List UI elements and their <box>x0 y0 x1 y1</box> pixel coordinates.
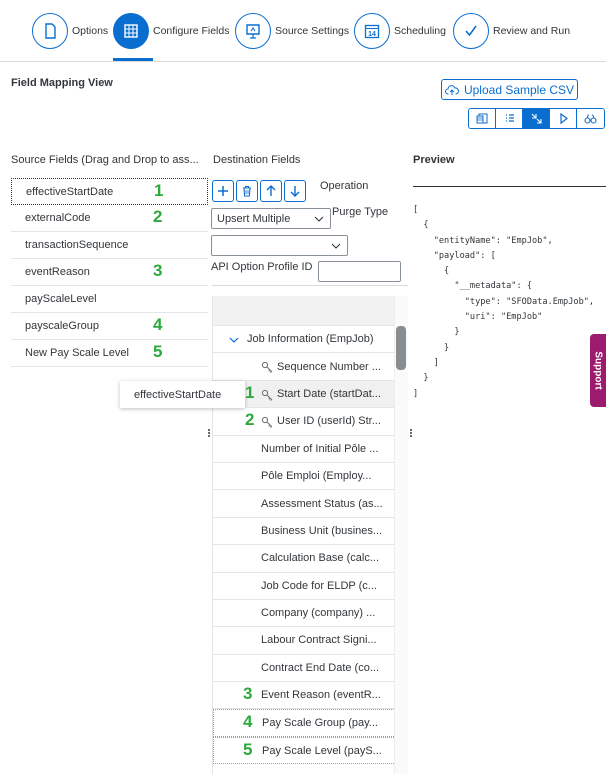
destination-toolbar <box>212 180 306 202</box>
mapping-number: 1 <box>154 181 164 200</box>
table-row[interactable]: Contract End Date (co... <box>213 655 408 683</box>
table-row[interactable]: 5 Pay Scale Level (payS... <box>213 736 408 765</box>
table-row[interactable]: 1 Start Date (startDat... <box>213 380 408 409</box>
purge-type-label: Purge Type <box>332 206 389 218</box>
key-icon <box>261 389 273 401</box>
api-option-profile-input[interactable] <box>318 261 401 282</box>
key-icon <box>261 362 273 374</box>
table-row[interactable]: Sequence Number ... <box>213 353 408 381</box>
tree-group-row[interactable]: Job Information (EmpJob) <box>213 326 408 354</box>
binoculars-icon[interactable] <box>577 109 604 128</box>
wizard-step-label: Options <box>72 25 109 37</box>
resize-handle[interactable] <box>208 429 211 439</box>
cloud-upload-icon <box>444 84 459 95</box>
arrow-down-icon[interactable] <box>284 180 306 202</box>
chevron-down-icon[interactable] <box>229 335 239 345</box>
upload-button-label: Upload Sample CSV <box>463 82 575 97</box>
mapping-number: 5 <box>153 342 163 361</box>
calendar-icon: 14 <box>354 13 390 49</box>
table-row[interactable]: Assessment Status (as... <box>213 490 408 518</box>
wizard-step-label: Configure Fields <box>153 25 230 37</box>
list-item[interactable]: payScaleLevel <box>11 286 208 313</box>
mapping-number: 1 <box>245 382 255 402</box>
api-option-profile-label: API Option Profile ID <box>211 261 313 273</box>
wizard-step-scheduling[interactable]: 14 Scheduling <box>354 11 446 51</box>
checkmark-icon <box>453 13 489 49</box>
divider <box>212 285 408 286</box>
mapping-number: 3 <box>243 684 253 704</box>
destination-fields-header: Destination Fields <box>213 154 301 166</box>
add-icon[interactable] <box>212 180 234 202</box>
mapping-number: 2 <box>153 207 163 226</box>
mapping-number: 2 <box>245 410 255 430</box>
wizard-step-label: Source Settings <box>275 25 350 37</box>
purge-type-select[interactable] <box>211 235 348 256</box>
play-icon[interactable] <box>550 109 577 128</box>
mapping-number: 5 <box>243 739 253 759</box>
preview-json: [ { "entityName": "EmpJob", "payload": [… <box>413 205 595 399</box>
active-step-indicator <box>113 58 153 61</box>
tree-header <box>213 296 408 326</box>
mapping-number: 4 <box>153 315 163 334</box>
operation-label: Operation <box>320 180 369 192</box>
source-fields-header: Source Fields (Drag and Drop to ass... <box>11 154 199 166</box>
wizard-step-configure-fields[interactable]: Configure Fields <box>113 11 229 51</box>
wizard-step-review-and-run[interactable]: Review and Run <box>453 11 570 51</box>
support-tab[interactable]: Support <box>590 334 606 407</box>
preview-divider <box>413 186 606 187</box>
table-row[interactable]: Company (company) ... <box>213 600 408 628</box>
table-row[interactable]: Number of Initial Pôle ... <box>213 436 408 463</box>
tree-scrollbar-track[interactable] <box>394 296 408 774</box>
table-row[interactable]: Job Code for ELDP (c... <box>213 573 408 600</box>
wizard-header: Options Configure Fields Source Settings… <box>0 0 606 62</box>
tree-scrollbar-thumb[interactable] <box>396 326 406 370</box>
view-switch <box>468 108 605 129</box>
mapping-number: 3 <box>153 261 163 280</box>
wizard-step-label: Scheduling <box>394 25 446 37</box>
wizard-step-label: Review and Run <box>493 25 571 37</box>
drag-ghost: effectiveStartDate <box>120 381 245 408</box>
destination-fields-tree: Job Information (EmpJob) Sequence Number… <box>212 296 408 774</box>
table-row[interactable]: 2 User ID (userId) Str... <box>213 408 408 436</box>
table-row[interactable]: Labour Contract Signi... <box>213 627 408 655</box>
mapping-number: 4 <box>243 712 253 732</box>
presentation-icon <box>235 13 271 49</box>
list-view-icon[interactable] <box>496 109 523 128</box>
chevron-down-icon <box>331 243 341 249</box>
svg-text:14: 14 <box>368 31 376 38</box>
delete-icon[interactable] <box>236 180 258 202</box>
arrow-up-icon[interactable] <box>260 180 282 202</box>
table-view-icon[interactable] <box>469 109 496 128</box>
grid-icon <box>113 13 149 49</box>
list-item[interactable]: transactionSequence <box>11 232 208 259</box>
table-row[interactable]: Business Unit (busines... <box>213 518 408 546</box>
mapping-view-icon[interactable] <box>523 109 550 128</box>
key-icon <box>261 417 273 429</box>
document-icon <box>32 13 68 49</box>
table-row[interactable]: 3 Event Reason (eventR... <box>213 682 408 710</box>
table-row[interactable]: Calculation Base (calc... <box>213 545 408 573</box>
wizard-step-options[interactable]: Options <box>32 11 108 51</box>
operation-select[interactable]: Upsert Multiple <box>211 208 331 229</box>
page-title: Field Mapping View <box>11 77 113 89</box>
wizard-step-source-settings[interactable]: Source Settings <box>235 11 349 51</box>
preview-header: Preview <box>413 154 455 166</box>
table-row[interactable]: Pôle Emploi (Employ... <box>213 463 408 491</box>
table-row[interactable]: 4 Pay Scale Group (pay... <box>213 709 408 737</box>
resize-handle[interactable] <box>410 429 413 439</box>
upload-sample-csv-button[interactable]: Upload Sample CSV <box>441 79 578 100</box>
chevron-down-icon <box>314 216 324 222</box>
